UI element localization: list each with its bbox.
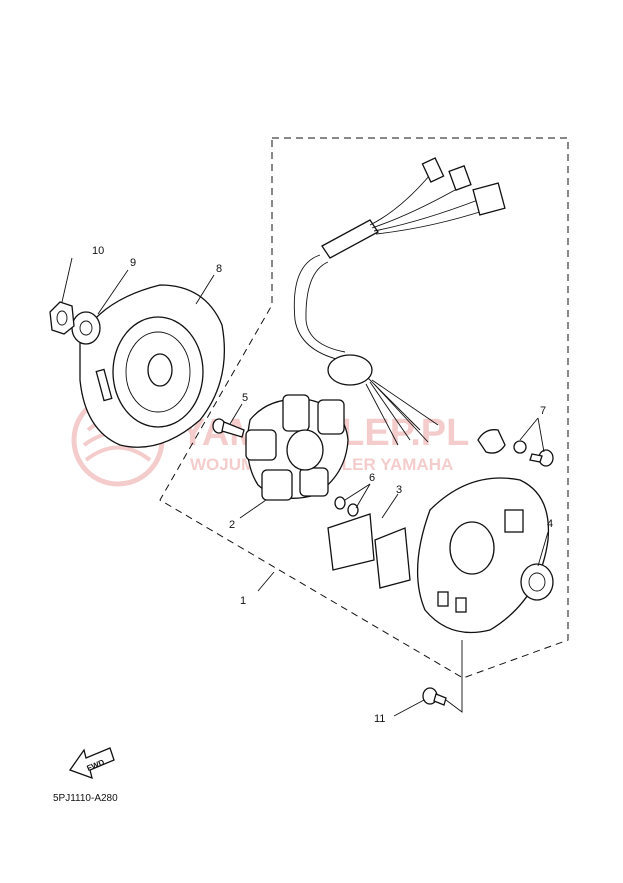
label-3: 3 bbox=[396, 484, 402, 496]
leader-lines bbox=[61, 257, 549, 717]
washer bbox=[71, 311, 101, 345]
label-10: 10 bbox=[92, 245, 104, 257]
label-11: 11 bbox=[374, 713, 385, 725]
nut bbox=[49, 301, 75, 335]
label-5: 5 bbox=[242, 392, 248, 404]
rotor-flywheel bbox=[79, 284, 225, 448]
drawing-code: 5PJ1110-A280 bbox=[53, 793, 118, 804]
pickup-coil bbox=[327, 513, 411, 589]
stator-coil bbox=[245, 394, 349, 501]
stator-plate bbox=[416, 477, 550, 634]
wiring-harness bbox=[293, 157, 506, 446]
clamp-and-screw bbox=[477, 429, 554, 467]
oil-seal bbox=[520, 563, 554, 601]
screw-11 bbox=[422, 687, 447, 706]
label-2: 2 bbox=[229, 519, 235, 531]
label-9: 9 bbox=[130, 257, 136, 269]
label-1: 1 bbox=[240, 595, 246, 607]
screws-6 bbox=[334, 496, 359, 517]
label-4: 4 bbox=[547, 518, 553, 530]
label-8: 8 bbox=[216, 263, 222, 275]
label-7: 7 bbox=[540, 405, 546, 417]
fwd-arrow-icon: FWD bbox=[68, 747, 115, 780]
label-6: 6 bbox=[369, 472, 375, 484]
screw-5 bbox=[212, 418, 245, 438]
